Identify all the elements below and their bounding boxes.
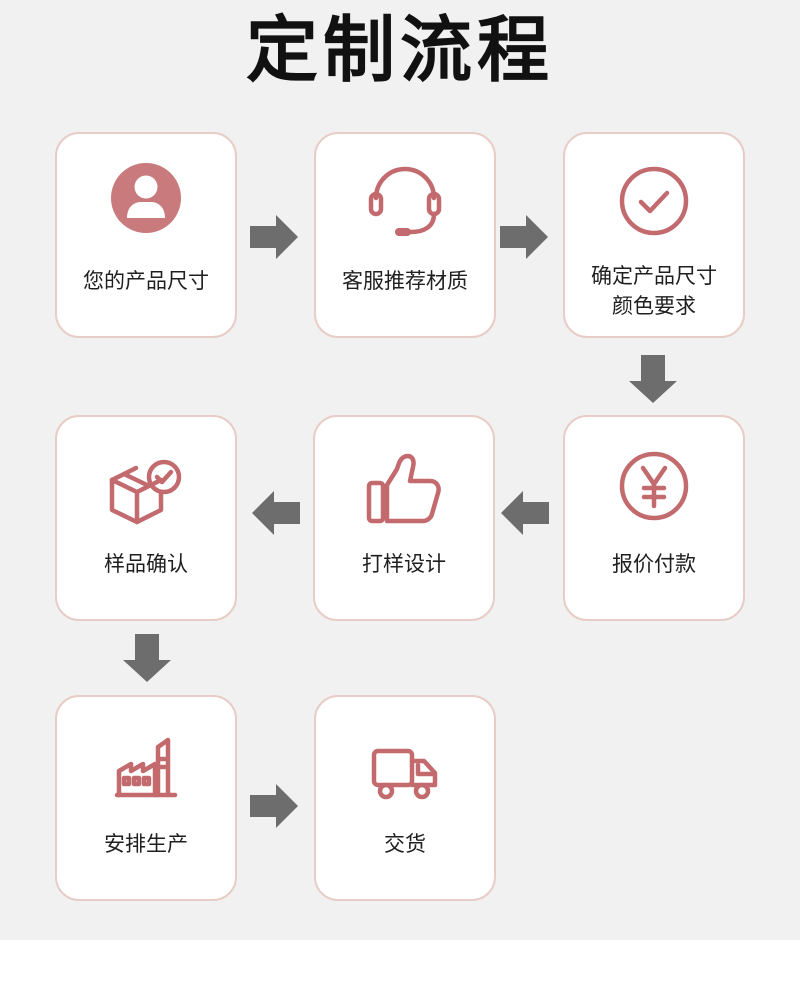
step-label-line: 您的产品尺寸 xyxy=(83,269,209,293)
step-label-line: 颜色要求 xyxy=(612,294,696,318)
package-check-icon xyxy=(109,459,182,525)
step-label: 交货 xyxy=(316,829,494,859)
step-label-line: 打样设计 xyxy=(362,552,446,576)
headset-icon xyxy=(368,166,442,236)
check-circle-icon xyxy=(619,166,689,236)
yen-icon xyxy=(619,451,689,521)
arrow-left-icon xyxy=(501,491,549,535)
step-label: 报价付款 xyxy=(565,549,743,579)
step-card-quote-payment: 报价付款 xyxy=(563,415,745,621)
arrow-right-icon xyxy=(250,784,298,828)
step-label-line: 客服推荐材质 xyxy=(342,269,468,293)
step-card-product-size: 您的产品尺寸 xyxy=(55,132,237,338)
step-label-line: 确定产品尺寸 xyxy=(591,264,717,288)
page-title: 定制流程 xyxy=(245,8,554,92)
step-card-material-recommendation: 客服推荐材质 xyxy=(314,132,496,338)
step-label-line: 安排生产 xyxy=(104,832,188,856)
step-card-sample-confirm: 样品确认 xyxy=(55,415,237,621)
step-label: 您的产品尺寸 xyxy=(57,266,235,296)
step-label: 安排生产 xyxy=(57,829,235,859)
arrow-right-icon xyxy=(250,215,298,259)
step-label: 打样设计 xyxy=(315,549,493,579)
step-label: 确定产品尺寸 颜色要求 xyxy=(565,261,743,321)
step-label-line: 报价付款 xyxy=(612,552,696,576)
arrow-down-icon xyxy=(123,634,171,682)
step-label: 客服推荐材质 xyxy=(316,266,494,296)
truck-icon xyxy=(371,748,438,800)
step-label-line: 交货 xyxy=(384,832,426,856)
step-card-sample-design: 打样设计 xyxy=(313,415,495,621)
arrow-down-icon xyxy=(629,355,677,403)
step-card-production: 安排生产 xyxy=(55,695,237,901)
user-icon xyxy=(111,163,181,233)
thumbs-up-icon xyxy=(366,453,441,524)
step-card-confirm-size-color: 确定产品尺寸 颜色要求 xyxy=(563,132,745,338)
arrow-left-icon xyxy=(252,491,300,535)
step-label: 样品确认 xyxy=(57,549,235,579)
process-background: 定制流程 您的产品尺寸 客服推荐材质 确定产品尺寸 xyxy=(0,0,800,940)
arrow-right-icon xyxy=(500,215,548,259)
step-card-delivery: 交货 xyxy=(314,695,496,901)
step-label-line: 样品确认 xyxy=(104,552,188,576)
factory-icon xyxy=(114,737,178,798)
